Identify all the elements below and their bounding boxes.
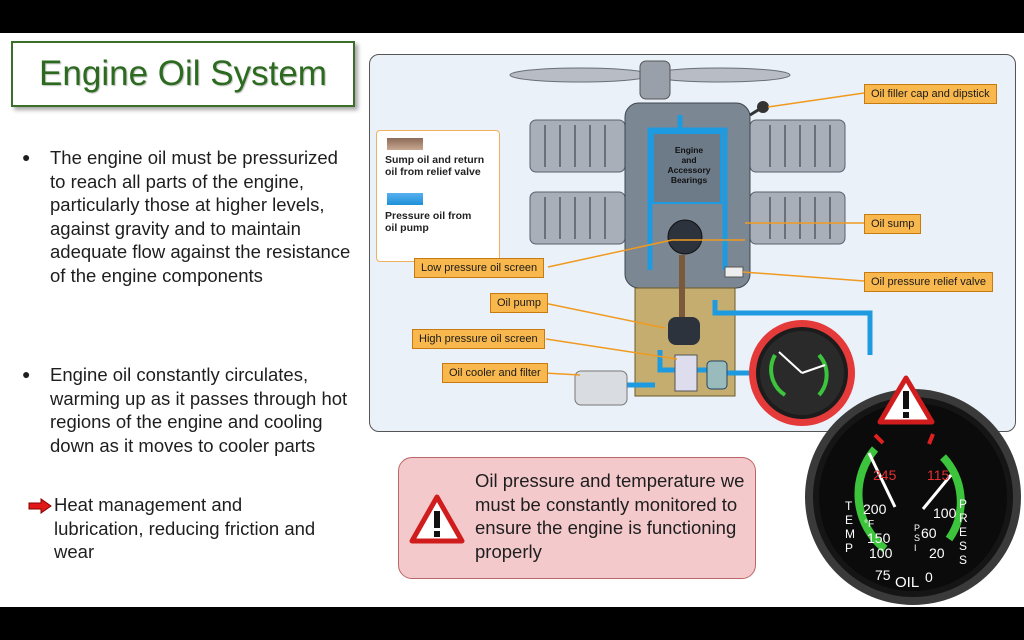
legend-sump-line2: oil from relief valve <box>385 165 481 178</box>
oil-gauge-face <box>805 389 1021 605</box>
legend: Sump oil and return oil from relief valv… <box>376 130 500 262</box>
legend-sump-line1: Sump oil and return <box>385 154 485 166</box>
press-tick-60: 60 <box>921 525 937 541</box>
slide-title: Engine Oil System <box>39 54 327 93</box>
warning-text: Oil pressure and temperature we must be … <box>475 470 745 562</box>
callout-high-screen: High pressure oil screen <box>412 329 545 349</box>
warning-box: Oil pressure and temperature we must be … <box>398 457 756 579</box>
gauge-warning-icon <box>877 375 935 425</box>
red-arrow-icon <box>28 493 54 564</box>
engine-label-line: Bearings <box>670 175 708 185</box>
temp-tick-75: 75 <box>875 567 891 583</box>
callout-pump: Oil pump <box>490 293 549 313</box>
sub-bullet: Heat management and lubrication, reducin… <box>28 493 328 564</box>
callout-sump: Oil sump <box>864 214 922 234</box>
oil-label: OIL <box>895 574 920 591</box>
callout-relief: Oil pressure relief valve <box>864 272 993 292</box>
legend-pressure-line1: Pressure oil from <box>385 210 472 222</box>
small-oil-gauge <box>749 320 855 426</box>
bullet-dot-icon: ● <box>22 149 31 165</box>
temp-label: TEMP <box>845 499 855 555</box>
bullet-text: Engine oil constantly circulates, warmin… <box>50 364 348 456</box>
callout-cooler: Oil cooler and filter <box>442 363 548 383</box>
oil-gauge: 245 200 °F 150 100 75 115 100 60 20 0 TE… <box>803 375 1023 605</box>
sump-swatch <box>387 138 423 150</box>
temp-tick-100: 100 <box>869 545 893 561</box>
callout-low-screen: Low pressure oil screen <box>414 258 545 278</box>
temp-tick-245: 245 <box>873 467 897 483</box>
oil-system-diagram: Sump oil and return oil from relief valv… <box>369 54 1016 432</box>
engine-label-line: and <box>681 155 697 165</box>
warning-triangle-icon <box>409 494 465 544</box>
press-label: PRESS <box>959 497 968 567</box>
sub-bullet-text: Heat management and lubrication, reducin… <box>54 494 316 562</box>
press-tick-0: 0 <box>925 569 933 585</box>
bullet-item: ● Engine oil constantly circulates, warm… <box>22 363 352 457</box>
temp-tick-150: 150 <box>867 530 891 546</box>
engine-illustration <box>509 60 873 426</box>
press-tick-20: 20 <box>929 545 945 561</box>
slide: Engine Oil System ● The engine oil must … <box>0 33 1024 607</box>
engine-label-line: Engine <box>674 145 704 155</box>
callout-filler: Oil filler cap and dipstick <box>864 84 997 104</box>
engine-bearings-label: Engine and Accessory Bearings <box>659 145 719 185</box>
bullet-text: The engine oil must be pressurized to re… <box>50 147 351 286</box>
engine-label-line: Accessory <box>667 165 711 175</box>
title-box: Engine Oil System <box>11 41 355 107</box>
psi-label: PSI <box>914 523 921 553</box>
bullet-item: ● The engine oil must be pressurized to … <box>22 146 352 287</box>
temp-unit: °F <box>864 519 875 530</box>
legend-pressure-line2: oil pump <box>385 221 429 234</box>
temp-tick-200: 200 <box>863 501 887 517</box>
press-tick-115: 115 <box>927 467 950 483</box>
press-tick-100: 100 <box>933 505 957 521</box>
pressure-swatch <box>387 193 423 205</box>
bullet-dot-icon: ● <box>22 366 31 382</box>
